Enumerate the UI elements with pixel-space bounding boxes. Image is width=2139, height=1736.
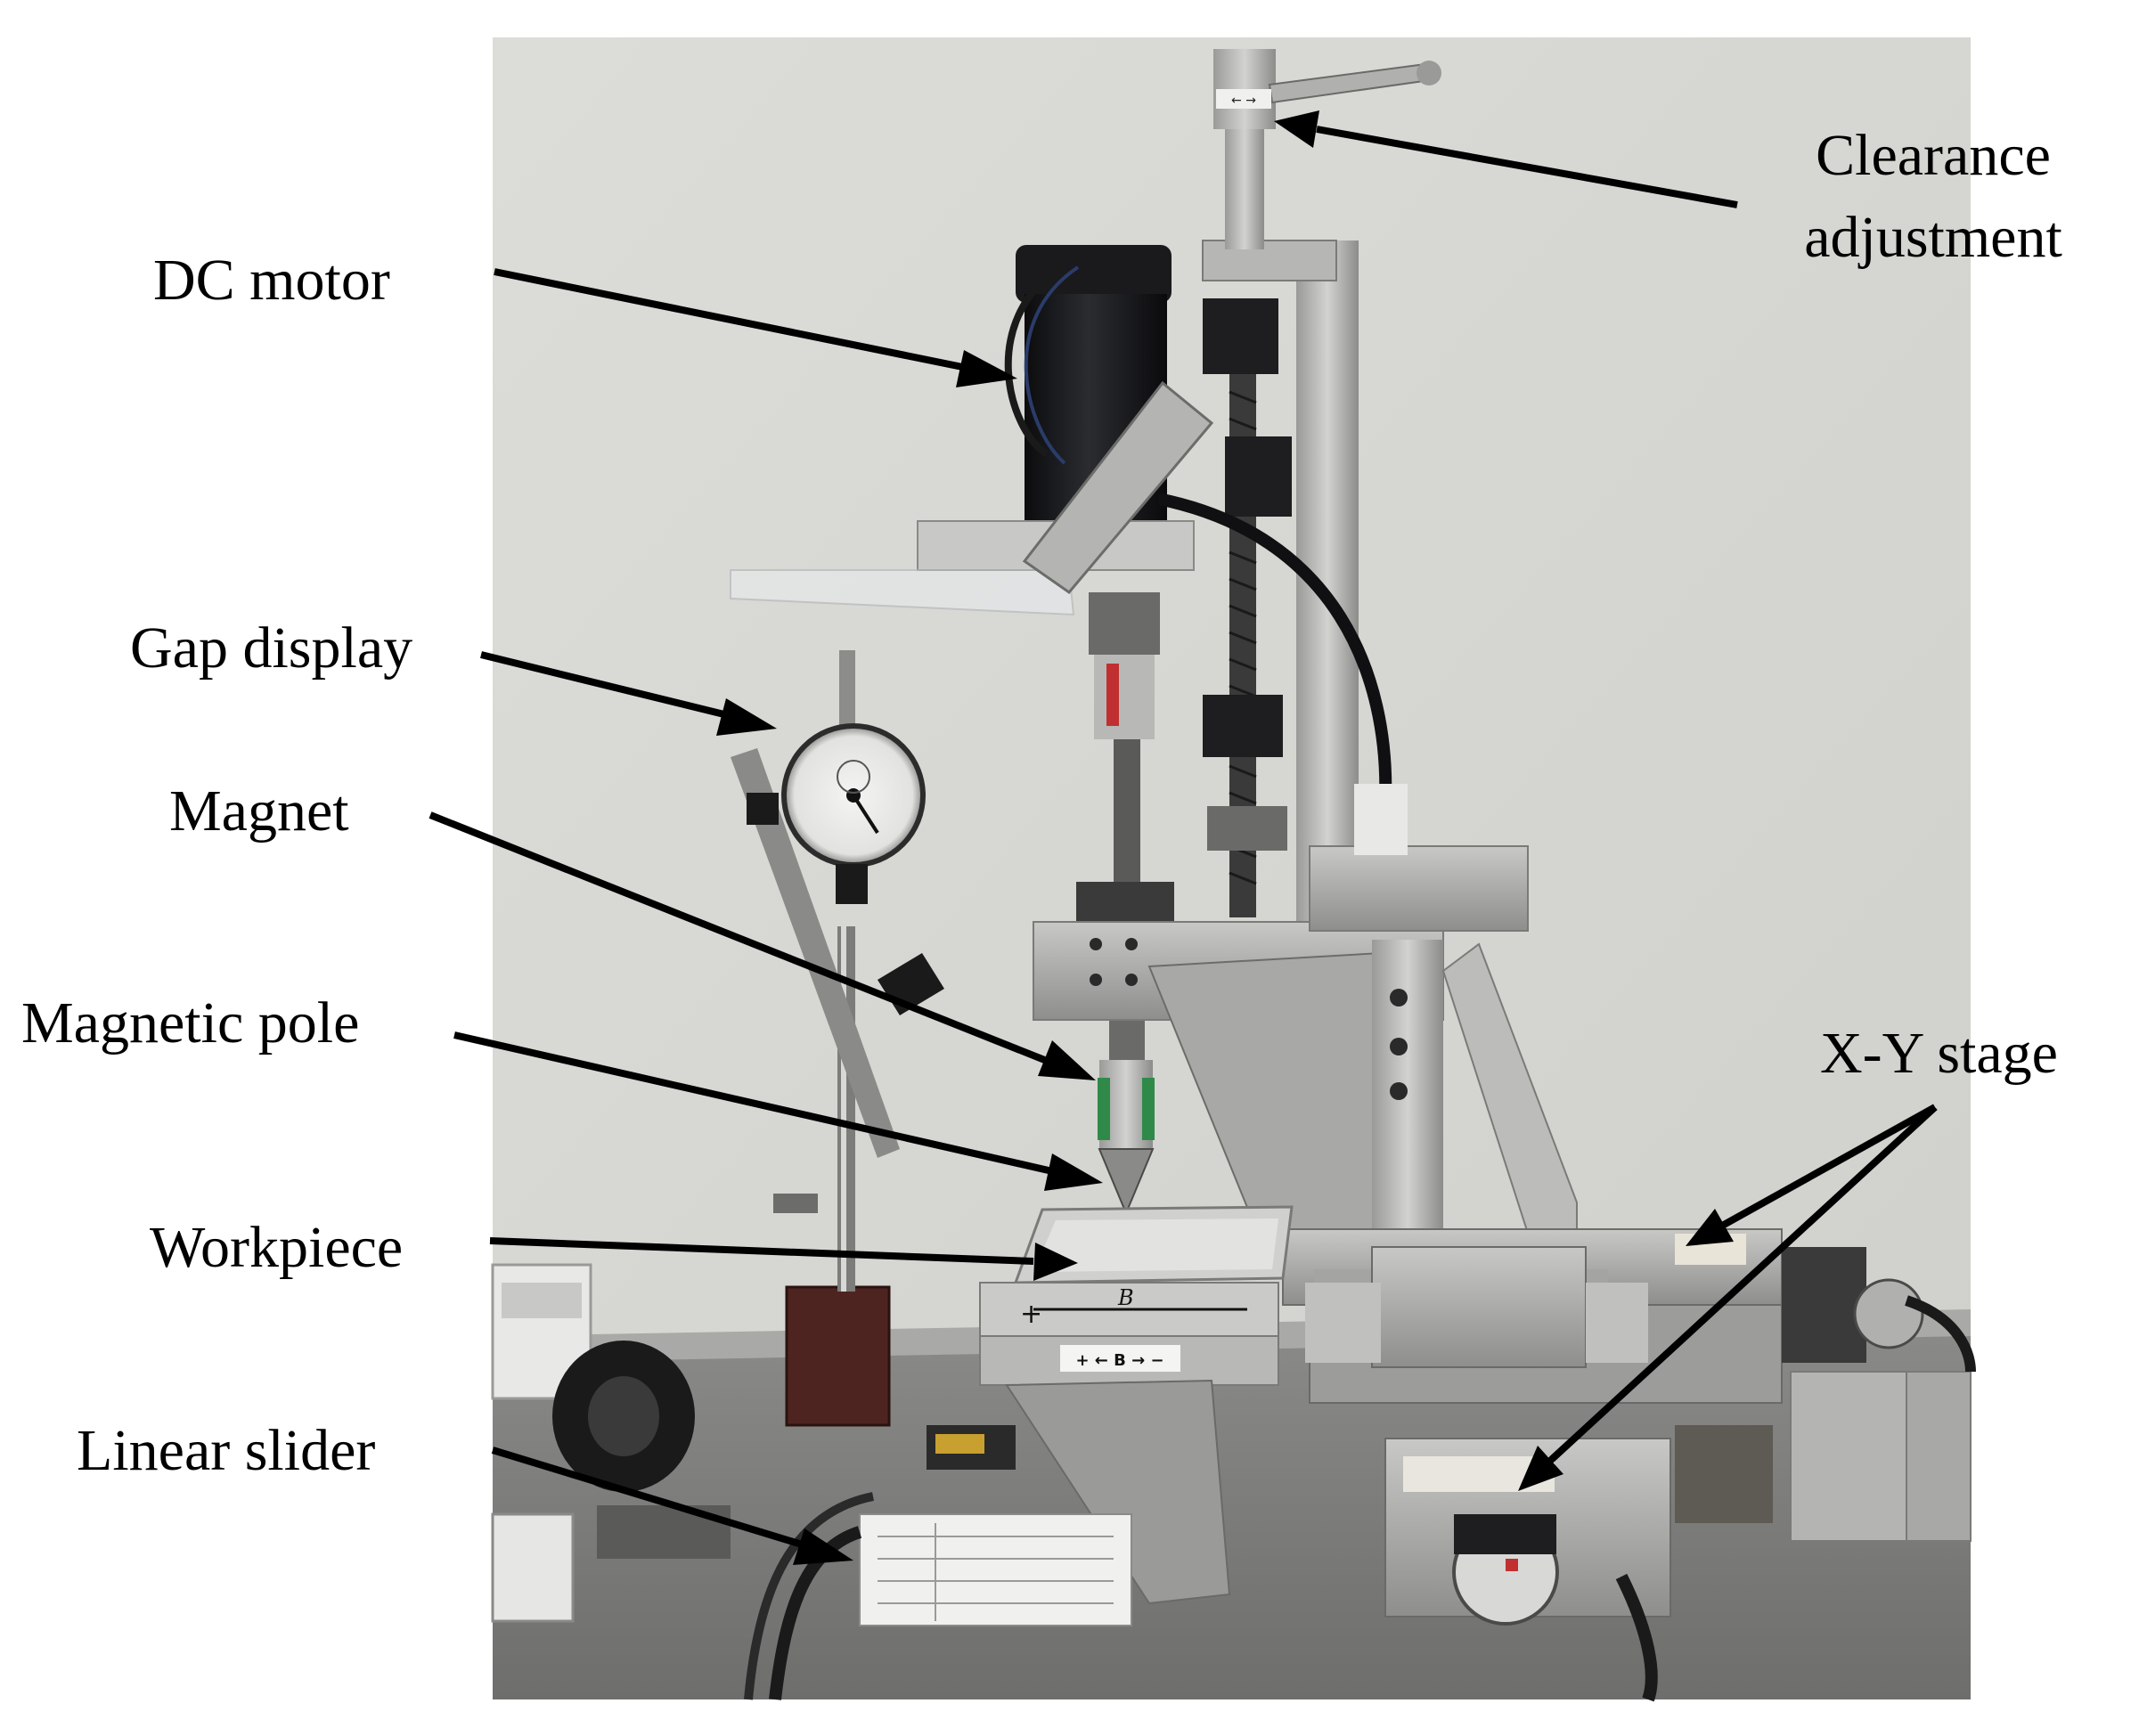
label-clearance-adjustment: Clearance adjustment	[1746, 126, 2120, 267]
vertical-column: ← →	[1202, 49, 1441, 944]
arrow-xy-stage-lower	[1518, 1104, 1938, 1491]
arrow-xy-stage-upper	[1686, 1104, 1937, 1246]
magnetic-base-stand	[731, 748, 944, 1427]
arrow-magnet	[429, 811, 1096, 1080]
svg-text:+: +	[1020, 1299, 1042, 1330]
xy-stage	[1282, 1228, 1976, 1702]
annotation-arrows	[429, 110, 1938, 1565]
label-clearance-line2: adjustment	[1804, 205, 2062, 270]
arrow-magnetic-pole	[453, 1031, 1103, 1191]
arrow-workpiece	[489, 1237, 1078, 1281]
slider-scale-label: + ← B → −	[1075, 1351, 1163, 1370]
arrow-linear-slider	[491, 1447, 853, 1565]
gap-display-dial-gauge	[747, 650, 926, 904]
workpiece-tray: + B + ← B → −	[979, 1205, 1294, 1386]
label-gap-display: Gap display	[130, 615, 413, 681]
workpiece-mark: B	[1117, 1285, 1134, 1310]
linear-slider	[744, 1379, 1231, 1700]
dc-motor	[730, 245, 1392, 803]
arrow-clearance-adjustment	[1274, 110, 1738, 208]
label-workpiece: Workpiece	[150, 1215, 404, 1280]
label-magnet: Magnet	[169, 778, 349, 844]
label-magnetic-pole: Magnetic pole	[21, 990, 360, 1055]
label-dc-motor: DC motor	[153, 248, 390, 313]
label-linear-slider: Linear slider	[77, 1418, 376, 1483]
label-clearance-line1: Clearance	[1816, 123, 2051, 188]
arrow-gap-display	[480, 651, 777, 736]
svg-text:← →: ← →	[1231, 94, 1256, 108]
main-bracket	[1033, 784, 1578, 1248]
magnetic-pole-tip	[1098, 1148, 1155, 1216]
label-xy-stage: X-Y stage	[1820, 1021, 2058, 1086]
arrow-dc-motor	[494, 268, 1017, 387]
